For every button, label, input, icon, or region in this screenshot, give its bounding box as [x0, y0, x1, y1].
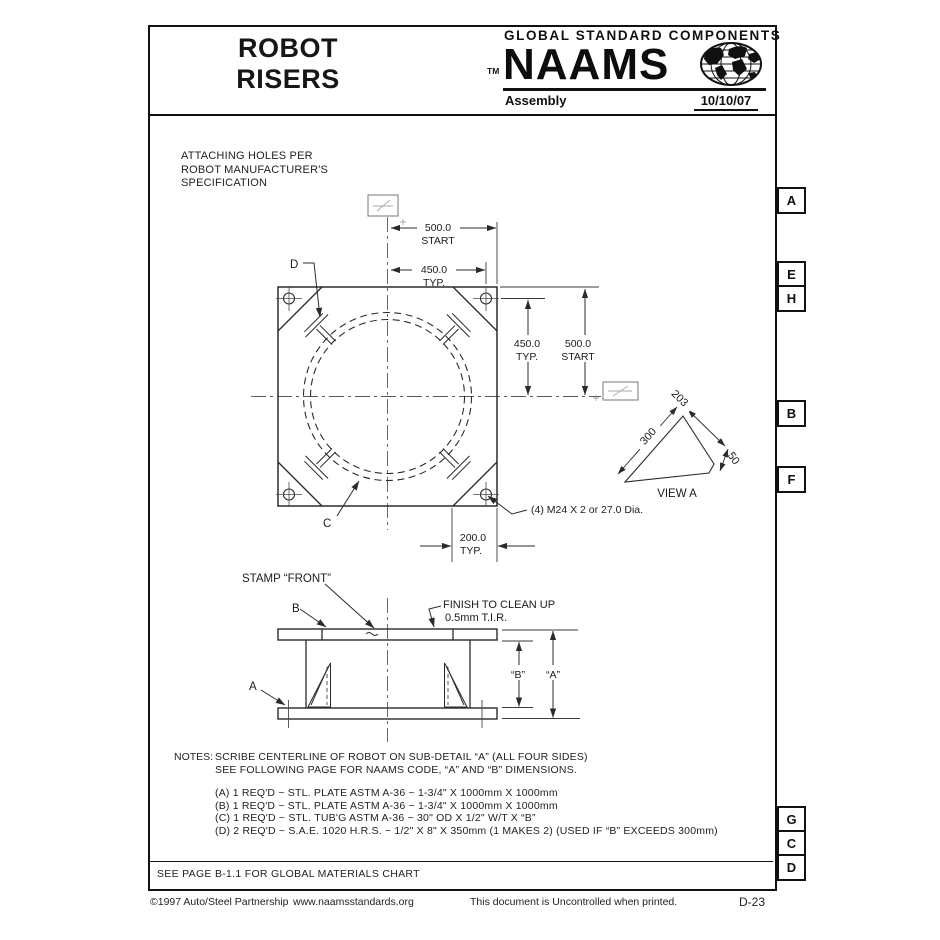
section-tab-g-label: G [786, 812, 797, 827]
dim-right-450-value: 450.0 [514, 338, 540, 350]
callout-label-a: A [249, 681, 257, 693]
dim-bottom-200-value: 200.0 [460, 532, 486, 544]
drawing-frame [148, 114, 777, 891]
page-title-line1: ROBOT [238, 33, 338, 63]
note-line-2: SEE FOLLOWING PAGE FOR NAAMS CODE, “A” A… [215, 764, 578, 776]
finish-note-line2: 0.5mm T.I.R. [445, 612, 507, 624]
section-tab-c: C [777, 830, 806, 857]
note-item-a: (A) 1 REQ'D ~ STL. PLATE ASTM A-36 ~ 1-3… [215, 787, 558, 799]
brand-underline [503, 88, 766, 91]
section-tab-d: D [777, 854, 806, 881]
note-item-c: (C) 1 REQ'D ~ STL. TUB'G ASTM A-36 ~ 30"… [215, 812, 536, 824]
brand-logo-text: NAAMS [503, 40, 670, 89]
dim-b-label: “B” [511, 669, 526, 681]
dim-bottom-200-suffix: TYP. [460, 545, 482, 557]
note-item-d: (D) 2 REQ'D ~ S.A.E. 1020 H.R.S. ~ 1/2" … [215, 825, 718, 837]
notes-label: NOTES: [174, 751, 214, 763]
section-tab-f: F [777, 466, 806, 493]
note-item-b: (B) 1 REQ'D ~ STL. PLATE ASTM A-36 ~ 1-3… [215, 800, 558, 812]
section-tab-h: H [777, 285, 806, 312]
centerline-flag-icon [367, 194, 406, 225]
section-tab-c-label: C [786, 836, 797, 851]
callout-label-d: D [290, 259, 298, 271]
dim-top-500-value: 500.0 [425, 222, 451, 234]
dim-right-450-suffix: TYP. [516, 351, 538, 363]
dim-top-450-value: 450.0 [421, 264, 447, 276]
trademark-label: TM [487, 66, 500, 76]
page-title: ROBOT RISERS [198, 33, 378, 95]
view-a-caption: VIEW A [657, 488, 697, 500]
dim-top-450-suffix: TYP. [423, 277, 445, 289]
section-tab-f-label: F [787, 472, 796, 487]
dim-a-label: “A” [546, 669, 561, 681]
dim-right-500-value: 500.0 [565, 338, 591, 350]
section-tab-e-label: E [787, 267, 796, 282]
view-a-dim-50: 50 [725, 450, 742, 467]
assembly-label: Assembly [505, 93, 567, 108]
uncontrolled-note: This document is Uncontrolled when print… [470, 896, 678, 908]
section-tab-b-label: B [786, 406, 797, 421]
callout-label-b: B [292, 603, 300, 615]
callout-label-c: C [323, 518, 331, 530]
attaching-holes-note-line1: ATTACHING HOLES PER [181, 150, 313, 162]
section-tab-a-label: A [786, 193, 797, 208]
website-link[interactable]: www.naamsstandards.org [293, 896, 414, 908]
centerline-flag-icon [593, 381, 639, 401]
page-title-line2: RISERS [236, 64, 340, 94]
section-tab-g: G [777, 806, 806, 833]
attaching-holes-note: ATTACHING HOLES PER ROBOT MANUFACTURER'S… [181, 150, 328, 191]
gusset-marks [304, 313, 471, 480]
brand-tagline: GLOBAL STANDARD COMPONENTS [504, 28, 782, 43]
section-tab-d-label: D [786, 860, 797, 875]
header-title-block [148, 25, 777, 116]
globe-icon [700, 42, 762, 86]
section-tab-b: B [777, 400, 806, 427]
top-view: 500.0 START 450.0 TYP. 450.0 TYP. 500.0 … [251, 194, 643, 562]
note-line-1: SCRIBE CENTERLINE OF ROBOT ON SUB-DETAIL… [215, 751, 588, 763]
section-tab-h-label: H [786, 291, 797, 306]
finish-note-line1: FINISH TO CLEAN UP [443, 599, 555, 611]
stamp-front-note: STAMP “FRONT” [242, 573, 331, 585]
hole-spec-note: (4) M24 X 2 or 27.0 Dia. [531, 504, 643, 516]
copyright-text: ©1997 Auto/Steel Partnership [150, 896, 289, 908]
dim-top-500-suffix: START [421, 235, 455, 247]
attaching-holes-note-line2: ROBOT MANUFACTURER'S [181, 163, 329, 176]
revision-date: 10/10/07 [694, 93, 758, 111]
dim-right-500-suffix: START [561, 351, 595, 363]
materials-separator [150, 861, 773, 862]
materials-chart-note: SEE PAGE B-1.1 FOR GLOBAL MATERIALS CHAR… [157, 868, 420, 880]
section-tab-a: A [777, 187, 806, 214]
page-number: D-23 [739, 895, 766, 909]
attaching-holes-note-line3: SPECIFICATION [181, 177, 268, 189]
side-view: STAMP “FRONT” B A FINISH TO CLEAN UP 0.5… [242, 573, 580, 742]
